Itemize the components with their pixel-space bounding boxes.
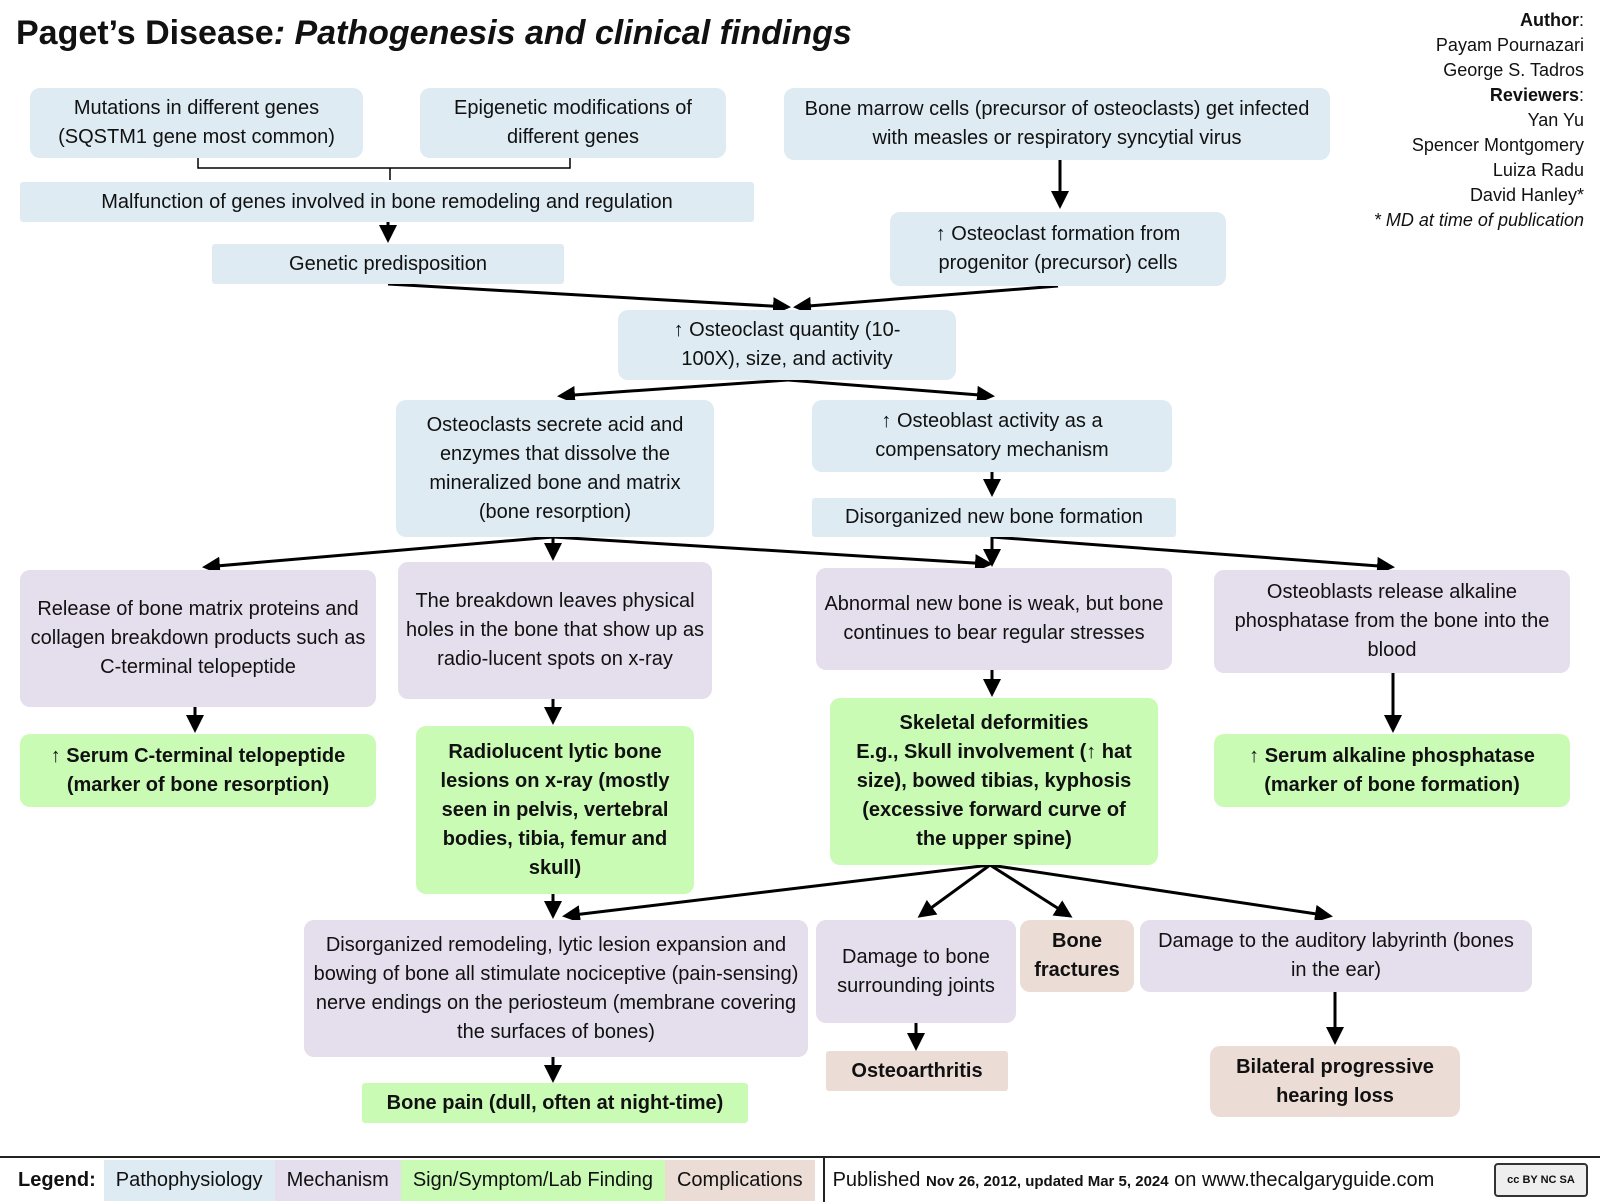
node-osteoclast-formation: ↑ Osteoclast formation from progenitor (…: [890, 212, 1226, 286]
node-release-matrix: Release of bone matrix proteins and coll…: [20, 570, 376, 707]
arrow-quantity-secrete: [557, 378, 789, 404]
node-malfunction: Malfunction of genes involved in bone re…: [20, 182, 754, 222]
node-joint-damage: Damage to bone surrounding joints: [816, 920, 1016, 1023]
skeletal-body: E.g., Skull involvement (↑ hat size), bo…: [856, 741, 1132, 850]
finding-bone-pain: Bone pain (dull, often at night-time): [362, 1083, 748, 1123]
node-alp-release: Osteoblasts release alkaline phosphatase…: [1214, 570, 1570, 673]
legend-pathophysiology: Pathophysiology: [103, 1159, 275, 1201]
legend-label: Legend:: [18, 1168, 96, 1191]
node-abnormal-bone: Abnormal new bone is weak, but bone cont…: [816, 568, 1172, 670]
node-mutations: Mutations in different genes (SQSTM1 gen…: [30, 88, 363, 158]
node-genetic-predisposition: Genetic predisposition: [212, 244, 564, 284]
node-disorganized-bone: Disorganized new bone formation: [812, 498, 1176, 537]
finding-skeletal-deformities: Skeletal deformities E.g., Skull involve…: [830, 698, 1158, 865]
complication-hearing-loss: Bilateral progressive hearing loss: [1210, 1046, 1460, 1117]
finding-radiolucent-lesions: Radiolucent lytic bone lesions on x-ray …: [416, 726, 694, 894]
arrow-disorganized-alp: [991, 535, 1395, 575]
arrow-skeletal-auditory: [989, 863, 1333, 923]
arrow-formation-quantity: [793, 284, 1059, 315]
arrow-quantity-osteoblast: [787, 378, 995, 404]
complication-osteoarthritis: Osteoarthritis: [826, 1051, 1008, 1091]
arrow-skeletal-joints: [917, 863, 991, 918]
legend-mechanism: Mechanism: [274, 1159, 401, 1201]
finding-serum-alp: ↑ Serum alkaline phosphatase (marker of …: [1214, 734, 1570, 807]
arrow-skeletal-remodeling: [562, 863, 991, 924]
gene-bracket: [197, 156, 571, 169]
legend-complications: Complications: [664, 1159, 815, 1201]
arrow-secrete-abnormal: [552, 535, 993, 573]
node-osteoclast-secretion: Osteoclasts secrete acid and enzymes tha…: [396, 400, 714, 537]
author-credits: Author: Payam Pournazari George S. Tadro…: [1373, 10, 1584, 230]
arrow-secrete-release: [202, 535, 554, 575]
node-remodeling-nociception: Disorganized remodeling, lytic lesion ex…: [304, 920, 808, 1057]
legend-sign-symptom: Sign/Symptom/Lab Finding: [400, 1159, 665, 1201]
node-epigenetic: Epigenetic modifications of different ge…: [420, 88, 726, 158]
node-osteoclast-quantity: ↑ Osteoclast quantity (10-100X), size, a…: [618, 310, 956, 380]
flow-arrows: [186, 156, 1402, 1083]
legend-divider: [822, 1158, 825, 1202]
arrow-genetic-quantity: [387, 282, 791, 316]
arrow-skeletal-fractures: [989, 863, 1073, 918]
legend: Legend: Pathophysiology Mechanism Sign/S…: [0, 1156, 1600, 1202]
published-info: Published Nov 26, 2012, updated Mar 5, 2…: [832, 1168, 1435, 1191]
page-title: Paget’s Disease: Pathogenesis and clinic…: [16, 14, 852, 52]
node-auditory-damage: Damage to the auditory labyrinth (bones …: [1140, 920, 1532, 992]
node-marrow-infection: Bone marrow cells (precursor of osteocla…: [784, 88, 1330, 160]
skeletal-title: Skeletal deformities: [899, 712, 1089, 734]
complication-bone-fractures: Bone fractures: [1020, 920, 1134, 992]
node-breakdown-holes: The breakdown leaves physical holes in t…: [398, 562, 712, 699]
finding-serum-ctx: ↑ Serum C-terminal telopeptide (marker o…: [20, 734, 376, 807]
node-osteoblast-activity: ↑ Osteoblast activity as a compensatory …: [812, 400, 1172, 472]
license-badge: cc BY NC SA: [1494, 1163, 1588, 1197]
